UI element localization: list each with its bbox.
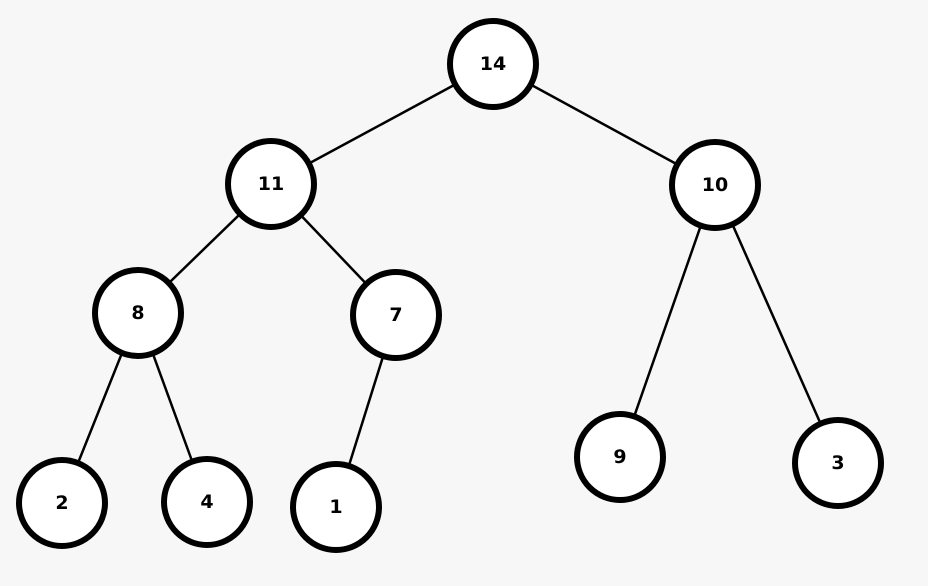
tree-node-7: 7	[350, 269, 442, 361]
node-circle	[669, 139, 761, 231]
node-circle	[350, 269, 442, 361]
node-circle	[290, 461, 382, 553]
tree-node-2: 2	[16, 457, 108, 549]
edges-layer	[60, 62, 840, 509]
tree-node-9: 9	[574, 411, 666, 503]
node-circle	[225, 138, 317, 230]
tree-node-3: 3	[792, 417, 884, 509]
node-label: 7	[389, 304, 402, 326]
node-label: 2	[55, 492, 68, 514]
nodes-layer: 14 11 10 8 7 9 3 2 4 1	[16, 18, 884, 553]
tree-node-14: 14	[447, 18, 539, 110]
tree-node-8: 8	[92, 267, 184, 359]
node-circle	[92, 267, 184, 359]
node-circle	[574, 411, 666, 503]
node-label: 9	[613, 446, 626, 468]
node-circle	[16, 457, 108, 549]
edge-n10-n3	[713, 183, 840, 465]
node-label: 4	[200, 491, 213, 513]
node-label: 14	[480, 53, 506, 75]
node-label: 3	[831, 452, 844, 474]
node-circle	[161, 456, 253, 548]
tree-node-10: 10	[669, 139, 761, 231]
node-circle	[792, 417, 884, 509]
tree-node-11: 11	[225, 138, 317, 230]
tree-node-1: 1	[290, 461, 382, 553]
node-label: 11	[258, 173, 284, 195]
node-circle	[447, 18, 539, 110]
node-label: 10	[702, 174, 728, 196]
node-label: 8	[131, 302, 144, 324]
edge-n10-n9	[618, 183, 717, 459]
node-label: 1	[329, 496, 342, 518]
tree-node-4: 4	[161, 456, 253, 548]
